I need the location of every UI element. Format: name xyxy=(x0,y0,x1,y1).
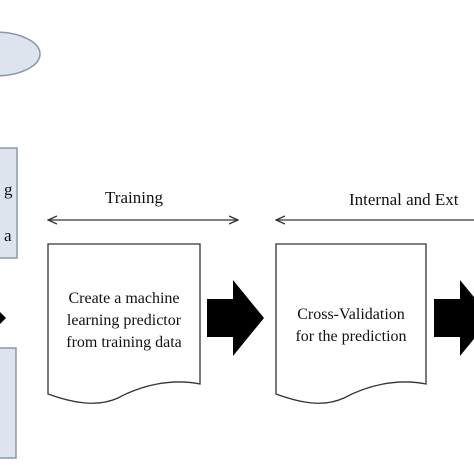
start-node-ellipse xyxy=(0,31,41,77)
training-label: Training xyxy=(105,188,163,207)
validation-box-text: Cross-Validation for the prediction xyxy=(276,304,426,348)
flow-arrow-1 xyxy=(207,280,264,356)
left-panel-fragment-1: g xyxy=(4,180,13,199)
training-box-text: Create a machine learning predictor from… xyxy=(48,288,200,354)
left-arrow-tip xyxy=(0,312,6,324)
training-document-box xyxy=(47,243,201,404)
left-data-panel-upper xyxy=(0,147,18,259)
validation-box-line-2: for the prediction xyxy=(295,328,407,345)
left-data-panel-lower xyxy=(0,347,17,459)
training-box-line-3: from training data xyxy=(66,334,182,351)
validation-box-line-1: Cross-Validation xyxy=(297,306,405,323)
left-panel-fragment-2: a xyxy=(4,226,12,245)
flow-arrow-2 xyxy=(434,280,474,356)
training-box-line-1: Create a machine xyxy=(68,290,180,307)
validation-label: Internal and Ext xyxy=(349,190,459,209)
validation-document-box xyxy=(275,243,427,404)
training-box-line-2: learning predictor xyxy=(66,312,182,329)
